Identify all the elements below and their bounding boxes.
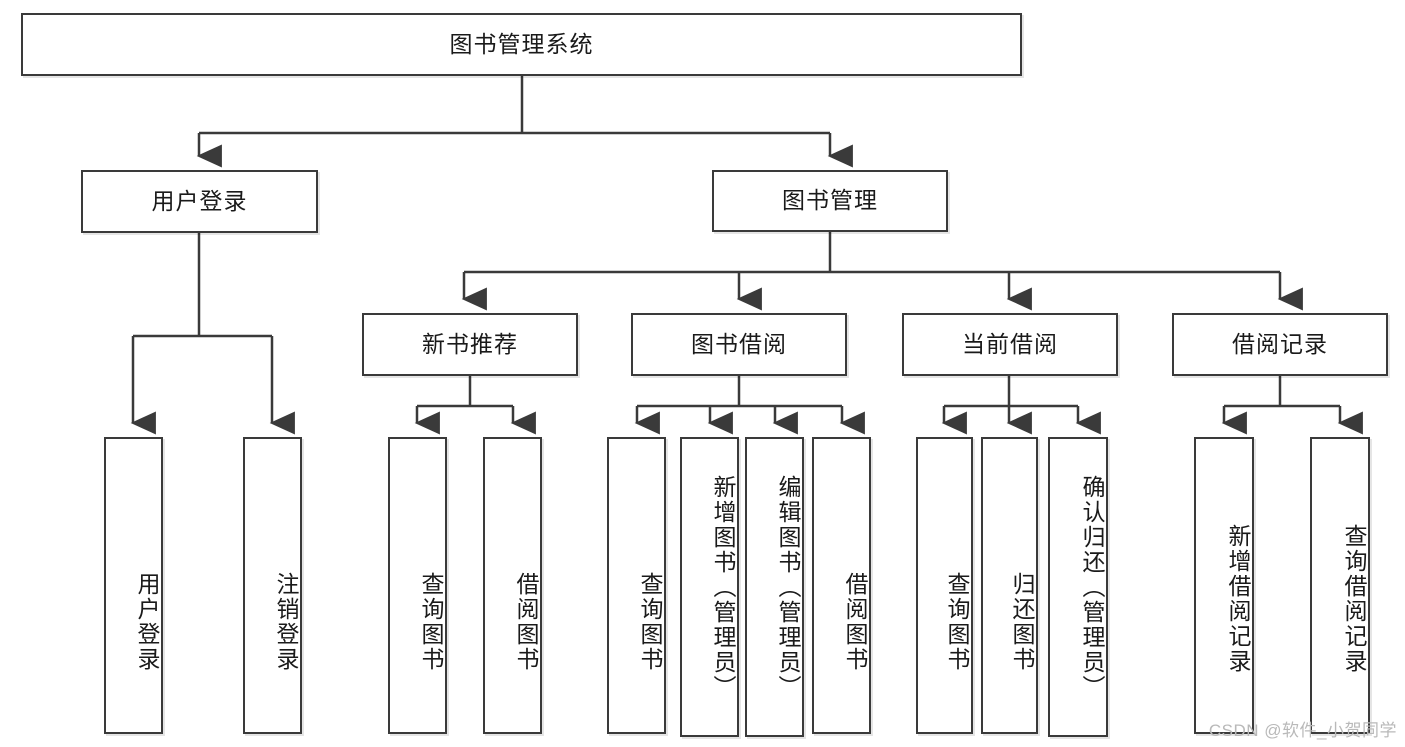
node-new-book-recommend[interactable]: 新书推荐 <box>362 313 578 376</box>
node-borrow-record[interactable]: 借阅记录 <box>1172 313 1388 376</box>
node-leaf-logout-label: 注销登录 <box>273 571 299 672</box>
node-leaf-borrow-book-2[interactable]: 借阅图书 <box>812 437 871 734</box>
node-current-borrow[interactable]: 当前借阅 <box>902 313 1118 376</box>
node-leaf-add-record-label: 新增借阅记录 <box>1225 523 1251 674</box>
node-leaf-add-record[interactable]: 新增借阅记录 <box>1194 437 1254 734</box>
node-book-manage-label: 图书管理 <box>782 187 878 214</box>
node-leaf-logout[interactable]: 注销登录 <box>243 437 302 734</box>
node-leaf-add-book[interactable]: 新增图书（管理员） <box>680 437 739 737</box>
node-leaf-query-record[interactable]: 查询借阅记录 <box>1310 437 1370 734</box>
node-leaf-return-book[interactable]: 归还图书 <box>981 437 1038 734</box>
node-user-login[interactable]: 用户登录 <box>81 170 318 233</box>
node-leaf-return-book-label: 归还图书 <box>1009 571 1035 672</box>
node-leaf-query-book-3-label: 查询图书 <box>944 571 970 672</box>
node-leaf-edit-book[interactable]: 编辑图书（管理员） <box>745 437 804 737</box>
node-leaf-query-record-label: 查询借阅记录 <box>1341 523 1367 674</box>
node-leaf-borrow-book-1[interactable]: 借阅图书 <box>483 437 542 734</box>
node-leaf-confirm-return-label: 确认归还（管理员） <box>1079 474 1105 700</box>
node-leaf-borrow-book-1-label: 借阅图书 <box>513 571 539 672</box>
node-new-book-recommend-label: 新书推荐 <box>422 330 518 357</box>
node-leaf-edit-book-label: 编辑图书（管理员） <box>775 474 801 700</box>
node-leaf-query-book-2-label: 查询图书 <box>637 571 663 672</box>
node-leaf-query-book-1[interactable]: 查询图书 <box>388 437 447 734</box>
node-book-borrow[interactable]: 图书借阅 <box>631 313 847 376</box>
node-leaf-query-book-1-label: 查询图书 <box>418 571 444 672</box>
node-book-manage[interactable]: 图书管理 <box>712 170 948 232</box>
node-borrow-record-label: 借阅记录 <box>1232 330 1328 357</box>
node-book-borrow-label: 图书借阅 <box>691 330 787 357</box>
node-leaf-query-book-3[interactable]: 查询图书 <box>916 437 973 734</box>
node-leaf-borrow-book-2-label: 借阅图书 <box>842 571 868 672</box>
watermark: CSDN @软件_小贺同学 <box>1208 721 1397 740</box>
node-leaf-confirm-return[interactable]: 确认归还（管理员） <box>1048 437 1108 737</box>
node-leaf-user-login-label: 用户登录 <box>134 571 160 672</box>
node-current-borrow-label: 当前借阅 <box>962 330 1058 357</box>
node-user-login-label: 用户登录 <box>151 187 248 214</box>
node-root-label: 图书管理系统 <box>449 30 594 57</box>
node-leaf-add-book-label: 新增图书（管理员） <box>710 474 736 700</box>
node-leaf-user-login[interactable]: 用户登录 <box>104 437 163 734</box>
node-root[interactable]: 图书管理系统 <box>21 13 1022 76</box>
node-leaf-query-book-2[interactable]: 查询图书 <box>607 437 666 734</box>
